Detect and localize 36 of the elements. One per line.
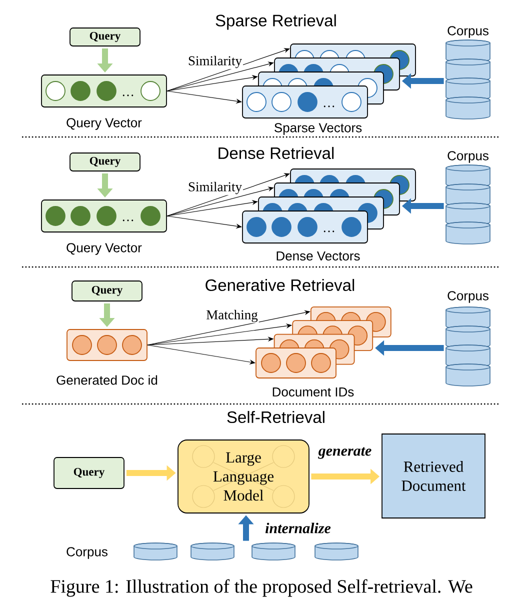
group-caption: Sparse Vectors (274, 123, 362, 135)
group-caption: Document IDs (272, 387, 354, 397)
vector-card: … (242, 86, 368, 118)
query-box: Query (70, 152, 140, 172)
vector-card: … (242, 210, 368, 244)
database-drawing (134, 542, 358, 560)
vector-box: … (41, 74, 167, 108)
query-box: Query (72, 280, 142, 302)
vector-caption: Generated Doc id (56, 375, 158, 385)
section-title: Generative Retrieval (206, 278, 354, 292)
corpus-label: Corpus (448, 291, 488, 303)
corpus-label: Corpus (66, 547, 108, 559)
section-title: Dense Retrieval (218, 146, 334, 160)
vector-caption: Query Vector (66, 243, 142, 255)
edge-label: internalize (264, 522, 332, 534)
document-box: Retrieved Document (382, 434, 486, 518)
group-caption: Dense Vectors (276, 251, 360, 261)
vector-box: … (41, 200, 167, 232)
database-drawing (446, 164, 490, 244)
query-box: Query (70, 28, 140, 46)
model-box: Large Language Model (178, 440, 310, 514)
edge-label: Matching (205, 308, 259, 324)
vector-box (66, 329, 148, 361)
vector-card (256, 348, 336, 378)
edge-label: Similarity (187, 54, 243, 70)
vector-caption: Query Vector (66, 118, 142, 130)
corpus-label: Corpus (448, 26, 488, 38)
edge-label: generate (317, 446, 373, 460)
database-drawing (446, 40, 490, 120)
database-drawing (446, 306, 490, 386)
section-title: Sparse Retrieval (216, 14, 336, 30)
section-title: Self-Retrieval (227, 410, 324, 424)
query-box: Query (54, 457, 124, 489)
caption: Figure 1: Illustration of the proposed Self-retrieval. We (50, 579, 472, 597)
corpus-label: Corpus (448, 151, 488, 163)
edge-label: Similarity (187, 180, 243, 196)
